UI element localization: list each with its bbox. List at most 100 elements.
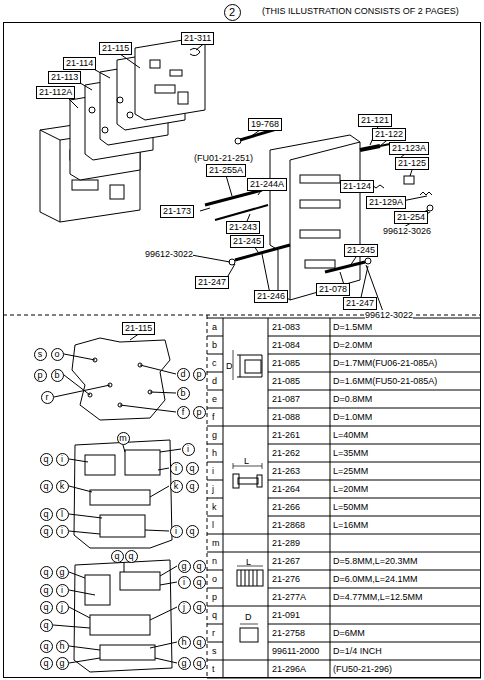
- table-cell: 21-267: [272, 556, 300, 567]
- part-number-box: 21-173: [160, 205, 194, 218]
- part-number-box: 19-768: [248, 118, 282, 131]
- table-cell: 21-296A: [272, 664, 306, 675]
- callout-circle: q: [40, 601, 53, 614]
- callout-letter: q: [189, 481, 194, 491]
- callout-letter: k: [60, 481, 65, 491]
- table-cell: 99611-2000: [272, 646, 319, 657]
- callout-letter: q: [43, 658, 48, 668]
- part-number: 21-112A: [39, 87, 72, 97]
- table-cell: t: [212, 664, 215, 675]
- table-cell: 21-264: [272, 484, 300, 495]
- table-grid: [207, 318, 481, 678]
- table-cell: 21-084: [272, 340, 300, 351]
- table-cell: m: [212, 538, 220, 549]
- callout-letter: j: [183, 602, 185, 612]
- callout-circle: q: [40, 453, 53, 466]
- part-number: 99612-3022: [365, 310, 413, 321]
- table-cell: L=25MM: [333, 466, 368, 477]
- valve-spools: [205, 128, 433, 272]
- callout-letter: q: [196, 637, 201, 647]
- upper-valve-body: [270, 135, 360, 300]
- table-cell: D=2.0MM: [333, 340, 372, 351]
- callout-letter: h: [181, 637, 186, 647]
- part-number-box: 21-124: [340, 180, 374, 193]
- table-cell: L=50MM: [333, 502, 368, 513]
- part-number: 21-113: [51, 72, 78, 82]
- callout-letter: m: [119, 433, 127, 443]
- callout-letter: 2: [229, 6, 235, 18]
- callout-letter: g: [59, 658, 64, 668]
- part-number-box: 21-255A: [206, 164, 246, 177]
- part-number-box: 21-245: [344, 244, 378, 257]
- callout-letter: h: [59, 641, 64, 651]
- callout-letter: i: [187, 444, 189, 454]
- part-number: 99612-3026: [383, 226, 431, 237]
- table-cell: D=4.77MM,L=12.5MM: [333, 592, 423, 603]
- part-number-box: 21-113: [48, 71, 81, 84]
- table-cell: d: [212, 376, 217, 387]
- table-cell: f: [212, 412, 215, 423]
- callout-circle: g: [178, 657, 191, 670]
- callout-letter: q: [43, 509, 48, 519]
- callout-letter: i: [175, 526, 177, 536]
- callout-letter: q: [43, 567, 48, 577]
- part-number: 21-173: [163, 206, 191, 216]
- callout-letter: q: [43, 481, 48, 491]
- frame: [4, 23, 481, 678]
- callout-letter: g: [181, 561, 186, 571]
- callout-circle: h: [178, 636, 191, 649]
- table-cell: 21-263: [272, 466, 300, 477]
- part-number: 19-768: [251, 119, 279, 129]
- table-cell: D=5.8MM,L=20.3MM: [333, 556, 418, 567]
- table-cell: D=0.8MM: [333, 394, 372, 405]
- callout-circle: i: [182, 443, 195, 456]
- callout-circle: q: [186, 462, 199, 475]
- callout-circle: p: [193, 368, 206, 381]
- table-cell: D=1.0MM: [333, 412, 372, 423]
- callout-letter: q: [43, 526, 48, 536]
- dimension-symbol: D: [245, 612, 252, 623]
- note: (THIS ILLUSTRATION CONSISTS OF 2 PAGES): [262, 6, 459, 17]
- part-number-box: 21-243: [226, 221, 260, 234]
- part-number-box: 21-078: [316, 283, 350, 296]
- callout-circle: h: [56, 640, 69, 653]
- callout-letter: i: [61, 526, 63, 536]
- callout-circle: g: [178, 560, 191, 573]
- table-cell: L=16MM: [333, 520, 368, 531]
- part-number-box: 21-244A: [247, 178, 287, 191]
- callout-letter: i: [183, 577, 185, 587]
- valve-body-view: [54, 333, 176, 420]
- table-cell: 21-289: [272, 538, 300, 549]
- table-cell: r: [212, 628, 215, 639]
- part-number: 21-123A: [392, 143, 426, 153]
- part-number-box: 21-254: [394, 211, 428, 224]
- callout-letter: g: [181, 658, 186, 668]
- table-cell: D=6.0MM,L=24.1MM: [333, 574, 418, 585]
- table-cell: q: [212, 610, 217, 621]
- part-number-box: 21-112A: [36, 86, 75, 99]
- part-number: 99612-3022: [145, 249, 193, 260]
- callout-circle: q: [40, 619, 53, 632]
- callout-circle: m: [117, 432, 130, 445]
- callout-letter: i: [61, 454, 63, 464]
- callout-letter: r: [46, 392, 49, 402]
- table-cell: 21-266: [272, 502, 300, 513]
- valve-body-view: [69, 440, 181, 548]
- callout-circle: q: [40, 640, 53, 653]
- table-cell: L=40MM: [333, 430, 368, 441]
- callout-circle: d: [177, 368, 190, 381]
- callout-letter: p: [196, 407, 201, 417]
- callout-circle: o: [51, 348, 64, 361]
- table-cell: (FU50-21-296): [333, 664, 392, 675]
- table-cell: a: [212, 322, 217, 333]
- table-cell: 21-087: [272, 394, 300, 405]
- table-cell: D=1.5MM: [333, 322, 372, 333]
- callout-circle: k: [170, 480, 183, 493]
- callout-circle: 2: [224, 4, 241, 21]
- callout-circle: q: [193, 636, 206, 649]
- callout-circle: i: [178, 576, 191, 589]
- part-number: 21-129A: [369, 197, 403, 207]
- callout-circle: i: [56, 453, 69, 466]
- dimension-symbol: L: [246, 557, 251, 568]
- part-number: 21-115: [125, 323, 152, 333]
